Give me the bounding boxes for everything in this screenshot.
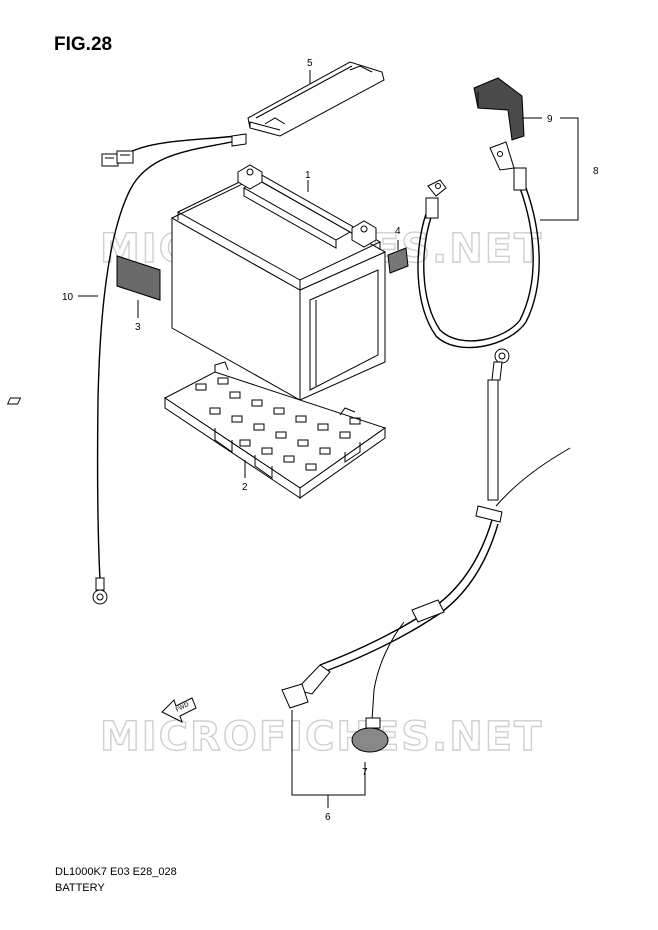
callout-5[interactable]: 5 bbox=[307, 58, 313, 69]
callout-2[interactable]: 2 bbox=[242, 482, 248, 493]
callout-1[interactable]: 1 bbox=[305, 170, 311, 181]
callout-8[interactable]: 8 bbox=[593, 166, 599, 177]
battery-tray-part[interactable] bbox=[6, 361, 387, 499]
cushion-part[interactable] bbox=[387, 247, 409, 274]
harness-lead-part[interactable] bbox=[92, 133, 247, 605]
figure-title: FIG.28 bbox=[54, 34, 113, 55]
callout-9[interactable]: 9 bbox=[547, 114, 553, 125]
callout-leaders bbox=[78, 70, 579, 808]
terminal-cover-part[interactable] bbox=[473, 77, 525, 141]
sensor-part[interactable] bbox=[351, 717, 389, 753]
forward-arrow-icon: FWD bbox=[161, 697, 197, 723]
callout-10[interactable]: 10 bbox=[62, 292, 74, 303]
callout-6[interactable]: 6 bbox=[325, 812, 331, 823]
pad-part[interactable] bbox=[116, 255, 161, 301]
tray-slots bbox=[6, 377, 361, 471]
model-code: DL1000K7 E03 E28_028 bbox=[55, 866, 177, 878]
callout-3[interactable]: 3 bbox=[135, 322, 141, 333]
watermark-lower: MICROFICHES.NET bbox=[100, 714, 543, 760]
callout-7[interactable]: 7 bbox=[362, 767, 368, 778]
callout-4[interactable]: 4 bbox=[395, 226, 401, 237]
assembly-name: BATTERY bbox=[55, 882, 105, 894]
negative-lead-part[interactable] bbox=[281, 348, 571, 721]
strap-part[interactable] bbox=[247, 61, 385, 137]
positive-lead-part[interactable] bbox=[417, 141, 540, 349]
battery-part[interactable] bbox=[170, 164, 387, 401]
